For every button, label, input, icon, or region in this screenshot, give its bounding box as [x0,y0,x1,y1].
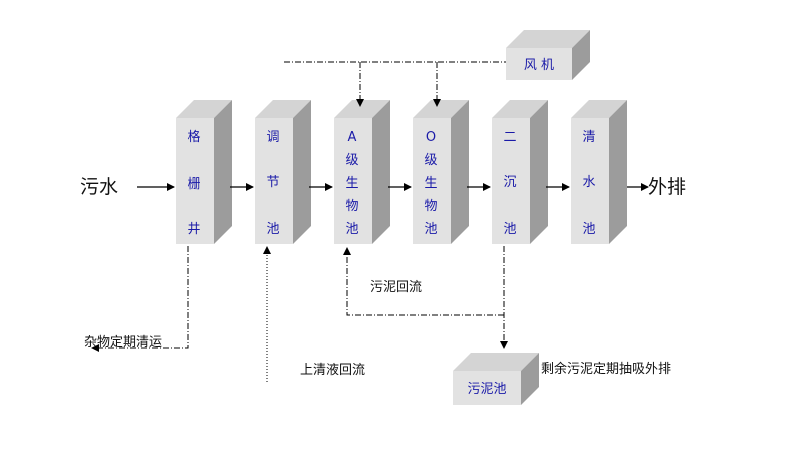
svg-text:物: 物 [345,199,358,214]
oxic-tank-label: O 级 生 物 池 [424,130,437,237]
supernatant-note: 上清液回流 [300,363,365,378]
blower-box: 风 机 [506,30,590,80]
svg-text:格: 格 [187,129,200,145]
svg-text:O: O [426,130,436,145]
svg-text:池: 池 [424,222,437,237]
svg-text:级: 级 [424,153,437,168]
unit-anoxic-tank [334,100,390,244]
equalization-tank-label: 调 节 池 [266,130,279,237]
unit-clear-water-tank [571,100,627,244]
svg-text:池: 池 [503,222,516,237]
unit-oxic-tank [413,100,469,244]
unit-grid-well [176,100,232,244]
svg-text:池: 池 [266,222,279,237]
svg-text:生: 生 [424,176,437,191]
svg-text:池: 池 [345,222,358,237]
svg-text:栅: 栅 [187,177,200,192]
sludge-return-line [343,246,508,349]
sludge-tank-label: 污泥池 [467,382,506,397]
svg-text:沉: 沉 [503,175,516,190]
grid-well-label: 格 栅 井 [187,129,200,237]
outlet-label: 外排 [648,176,686,198]
sludge-tank-box: 污泥池 [453,353,539,405]
svg-text:清: 清 [582,130,595,145]
sludge-return-note: 污泥回流 [370,280,422,295]
svg-text:A: A [348,130,357,145]
svg-text:调: 调 [266,130,279,145]
svg-text:节: 节 [266,175,279,190]
unit-secondary-clarifier [492,100,548,244]
svg-text:池: 池 [582,222,595,237]
air-supply-lines [284,61,506,107]
secondary-clarifier-label: 二 沉 池 [503,130,516,237]
debris-line [91,246,189,352]
blower-label: 风 机 [524,58,554,73]
unit-equalization-tank [255,100,311,244]
clear-water-tank-label: 清 水 池 [582,130,595,237]
svg-text:二: 二 [503,130,516,145]
svg-text:井: 井 [187,222,200,237]
svg-text:级: 级 [345,153,358,168]
svg-text:水: 水 [582,175,595,190]
svg-text:物: 物 [424,199,437,214]
inlet-label: 污水 [80,176,118,198]
svg-text:生: 生 [345,176,358,191]
anoxic-tank-label: A 级 生 物 池 [345,130,358,237]
excess-sludge-note: 剩余污泥定期抽吸外排 [541,361,671,377]
debris-note: 杂物定期清运 [84,335,162,350]
